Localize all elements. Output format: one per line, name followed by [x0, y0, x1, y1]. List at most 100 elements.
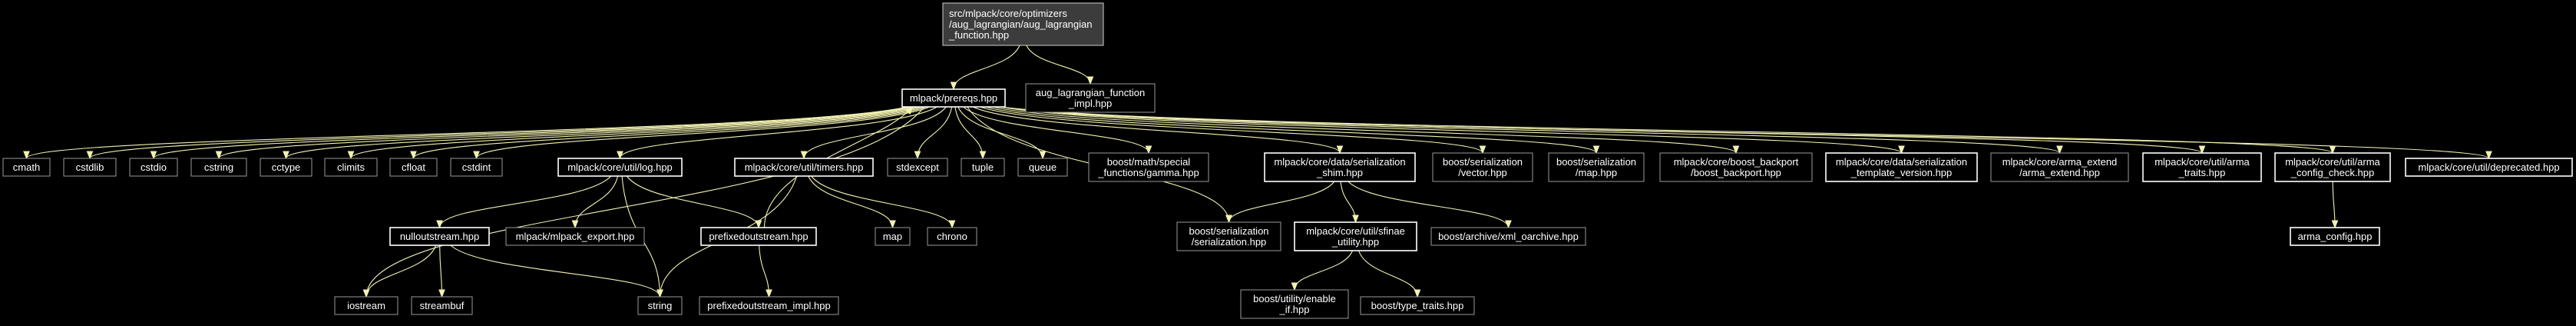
edge-prereqs-to-armacheck — [1000, 106, 2333, 154]
node-box — [1659, 152, 1813, 182]
arrowhead — [1352, 215, 1359, 224]
node-box — [1360, 296, 1475, 315]
arrowhead — [571, 220, 579, 229]
node-cfloat: cfloat — [389, 158, 438, 177]
edge-prereqs-to-log — [619, 106, 937, 159]
node-label: nulloutstream.hpp — [400, 231, 479, 242]
node-box — [700, 227, 817, 246]
node-box — [505, 227, 645, 246]
arrowhead — [1039, 151, 1047, 160]
edge-prereqs-to-gamma — [963, 106, 1149, 154]
arrowhead — [904, 105, 914, 115]
node-box — [260, 158, 312, 177]
node-box — [334, 296, 398, 315]
node-label: _function.hpp — [948, 29, 1009, 41]
node-label: streambuf — [420, 300, 465, 311]
edge-prereqs-to-climits — [350, 106, 924, 159]
node-armatraits[interactable]: mlpack/core/util/arma_traits.hpp — [2142, 152, 2262, 182]
node-box — [1294, 221, 1417, 251]
node-templver[interactable]: mlpack/core/data/serialization_template_… — [1825, 152, 1978, 182]
node-sfinae[interactable]: mlpack/core/util/sfinae_utility.hpp — [1294, 221, 1417, 251]
node-label: /arma_extend.hpp — [2019, 167, 2100, 178]
node-box — [1990, 152, 2129, 182]
node-label: boost/math/special — [1107, 156, 1191, 168]
node-label: /serialization.hpp — [1192, 236, 1267, 248]
node-armacheck[interactable]: mlpack/core/util/arma_config_check.hpp — [2274, 152, 2391, 182]
node-tuple: tuple — [961, 158, 1005, 177]
node-backport: mlpack/core/boost_backport/boost_backpor… — [1659, 152, 1813, 182]
node-label: _utility.hpp — [1331, 236, 1379, 248]
edge-prereqs-to-cmath — [25, 106, 908, 159]
node-aug_impl: aug_lagrangian_function_impl.hpp — [1025, 83, 1156, 113]
node-deprecated[interactable]: mlpack/core/util/deprecated.hpp — [2405, 158, 2573, 177]
node-label: mlpack/core/util/timers.hpp — [745, 161, 864, 173]
edge-prereqs-to-templver — [1000, 106, 1903, 154]
node-climits: climits — [324, 158, 378, 177]
node-label: _if.hpp — [1278, 304, 1309, 315]
node-armaconfig[interactable]: arma_config.hpp — [2290, 227, 2380, 246]
arrowhead — [438, 289, 445, 298]
node-label: cctype — [272, 161, 301, 173]
arrowhead — [150, 151, 157, 160]
arrowhead — [1732, 145, 1740, 155]
arrowhead — [766, 289, 772, 298]
arrowhead — [1479, 145, 1486, 155]
arrowhead — [410, 151, 417, 160]
edge-shim-to-bserial — [1228, 181, 1335, 223]
node-label: cstdlib — [76, 161, 104, 173]
node-label: boost/serialization — [1443, 156, 1523, 168]
node-nullout[interactable]: nulloutstream.hpp — [389, 227, 490, 246]
node-label: cmath — [13, 161, 40, 173]
node-box — [942, 2, 1104, 46]
node-chrono: chrono — [927, 227, 977, 246]
node-label: mlpack/core/boost_backport — [1674, 156, 1799, 168]
edge-prereqs-to-bvector — [980, 106, 1483, 154]
arrowhead — [889, 220, 896, 229]
node-box — [875, 227, 911, 246]
edge-prereqs-to-bmap — [985, 106, 1597, 154]
arrowhead — [1291, 282, 1298, 291]
arrowhead — [86, 151, 94, 160]
node-box — [901, 88, 1006, 108]
node-timers[interactable]: mlpack/core/util/timers.hpp — [734, 158, 874, 177]
arrowhead — [2329, 145, 2336, 155]
arrowhead — [1414, 289, 1421, 298]
arrowhead — [800, 151, 808, 160]
node-label: cstdint — [462, 161, 491, 173]
node-label: mlpack/core/util/deprecated.hpp — [2418, 161, 2559, 173]
arrowhead — [914, 151, 921, 160]
node-prereqs[interactable]: mlpack/prereqs.hpp — [901, 88, 1006, 108]
node-box — [1025, 83, 1156, 113]
node-shim[interactable]: mlpack/core/data/serialization_shim.hpp — [1264, 152, 1416, 182]
arrowhead — [2485, 151, 2492, 160]
node-string: string — [637, 296, 683, 315]
node-label: string — [648, 300, 673, 311]
node-bvector: boost/serialization/vector.hpp — [1432, 152, 1533, 182]
edge-sfinae-to-enableif — [1294, 250, 1354, 291]
node-label: _template_version.hpp — [1850, 167, 1953, 178]
edge-nullout-to-string — [450, 244, 661, 298]
arrowhead — [617, 151, 623, 160]
node-bmapstd: map — [875, 227, 911, 246]
node-label: /aug_lagrangian/aug_lagrangian — [949, 18, 1093, 30]
node-label: mlpack/core/data/serialization — [1836, 156, 1967, 168]
edge-prereqs-to-cstdio — [153, 106, 914, 159]
node-box — [927, 227, 977, 246]
node-label: queue — [1029, 161, 1057, 173]
node-label: mlpack/mlpack_export.hpp — [516, 231, 635, 242]
node-box — [887, 158, 948, 177]
node-log[interactable]: mlpack/core/util/log.hpp — [557, 158, 683, 177]
node-prefimpl: prefixedoutstream_impl.hpp — [699, 296, 839, 315]
node-label: src/mlpack/core/optimizers — [949, 8, 1067, 19]
node-cstring: cstring — [190, 158, 247, 177]
node-box — [129, 158, 178, 177]
node-layer: src/mlpack/core/optimizers/aug_lagrangia… — [2, 2, 2573, 319]
node-enableif: boost/utility/enable_if.hpp — [1240, 289, 1349, 319]
node-prefixed[interactable]: prefixedoutstream.hpp — [700, 227, 817, 246]
node-box — [1548, 152, 1645, 182]
node-box — [2290, 227, 2380, 246]
node-label: map — [883, 231, 902, 242]
node-label: _functions/gamma.hpp — [1097, 167, 1199, 178]
node-label: prefixedoutstream.hpp — [709, 231, 808, 242]
arrowhead — [948, 220, 956, 229]
